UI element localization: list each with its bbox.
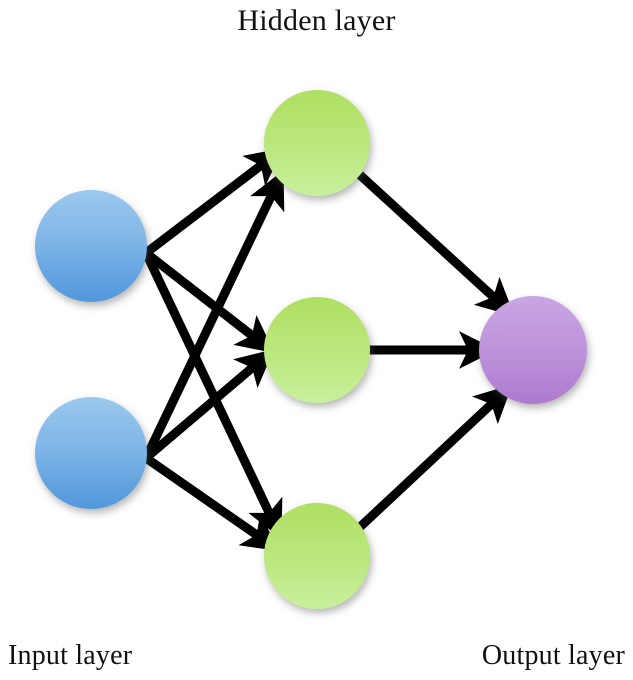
hidden-layer-label: Hidden layer	[237, 4, 396, 37]
edge-input1-hidden2	[143, 249, 275, 354]
input-layer-label: Input layer	[8, 640, 133, 671]
hidden-node-3[interactable]	[264, 503, 370, 609]
hidden-node-2[interactable]	[264, 297, 370, 403]
input-node-2[interactable]	[35, 397, 147, 509]
output-layer-label: Output layer	[481, 640, 625, 671]
edge-input1-hidden3	[141, 251, 283, 539]
output-node-1[interactable]	[479, 296, 587, 404]
edge-input2-hidden2	[143, 349, 275, 462]
edge-hidden1-output1	[356, 171, 515, 317]
edge-hidden3-output1	[356, 384, 513, 531]
edge-input2-hidden1	[141, 170, 285, 460]
hidden-node-1[interactable]	[264, 90, 370, 196]
edge-input2-hidden3	[143, 454, 281, 552]
input-node-1[interactable]	[35, 190, 147, 302]
edges-group	[141, 147, 515, 552]
edge-input1-hidden1	[143, 147, 284, 257]
nodes-group	[35, 90, 587, 609]
